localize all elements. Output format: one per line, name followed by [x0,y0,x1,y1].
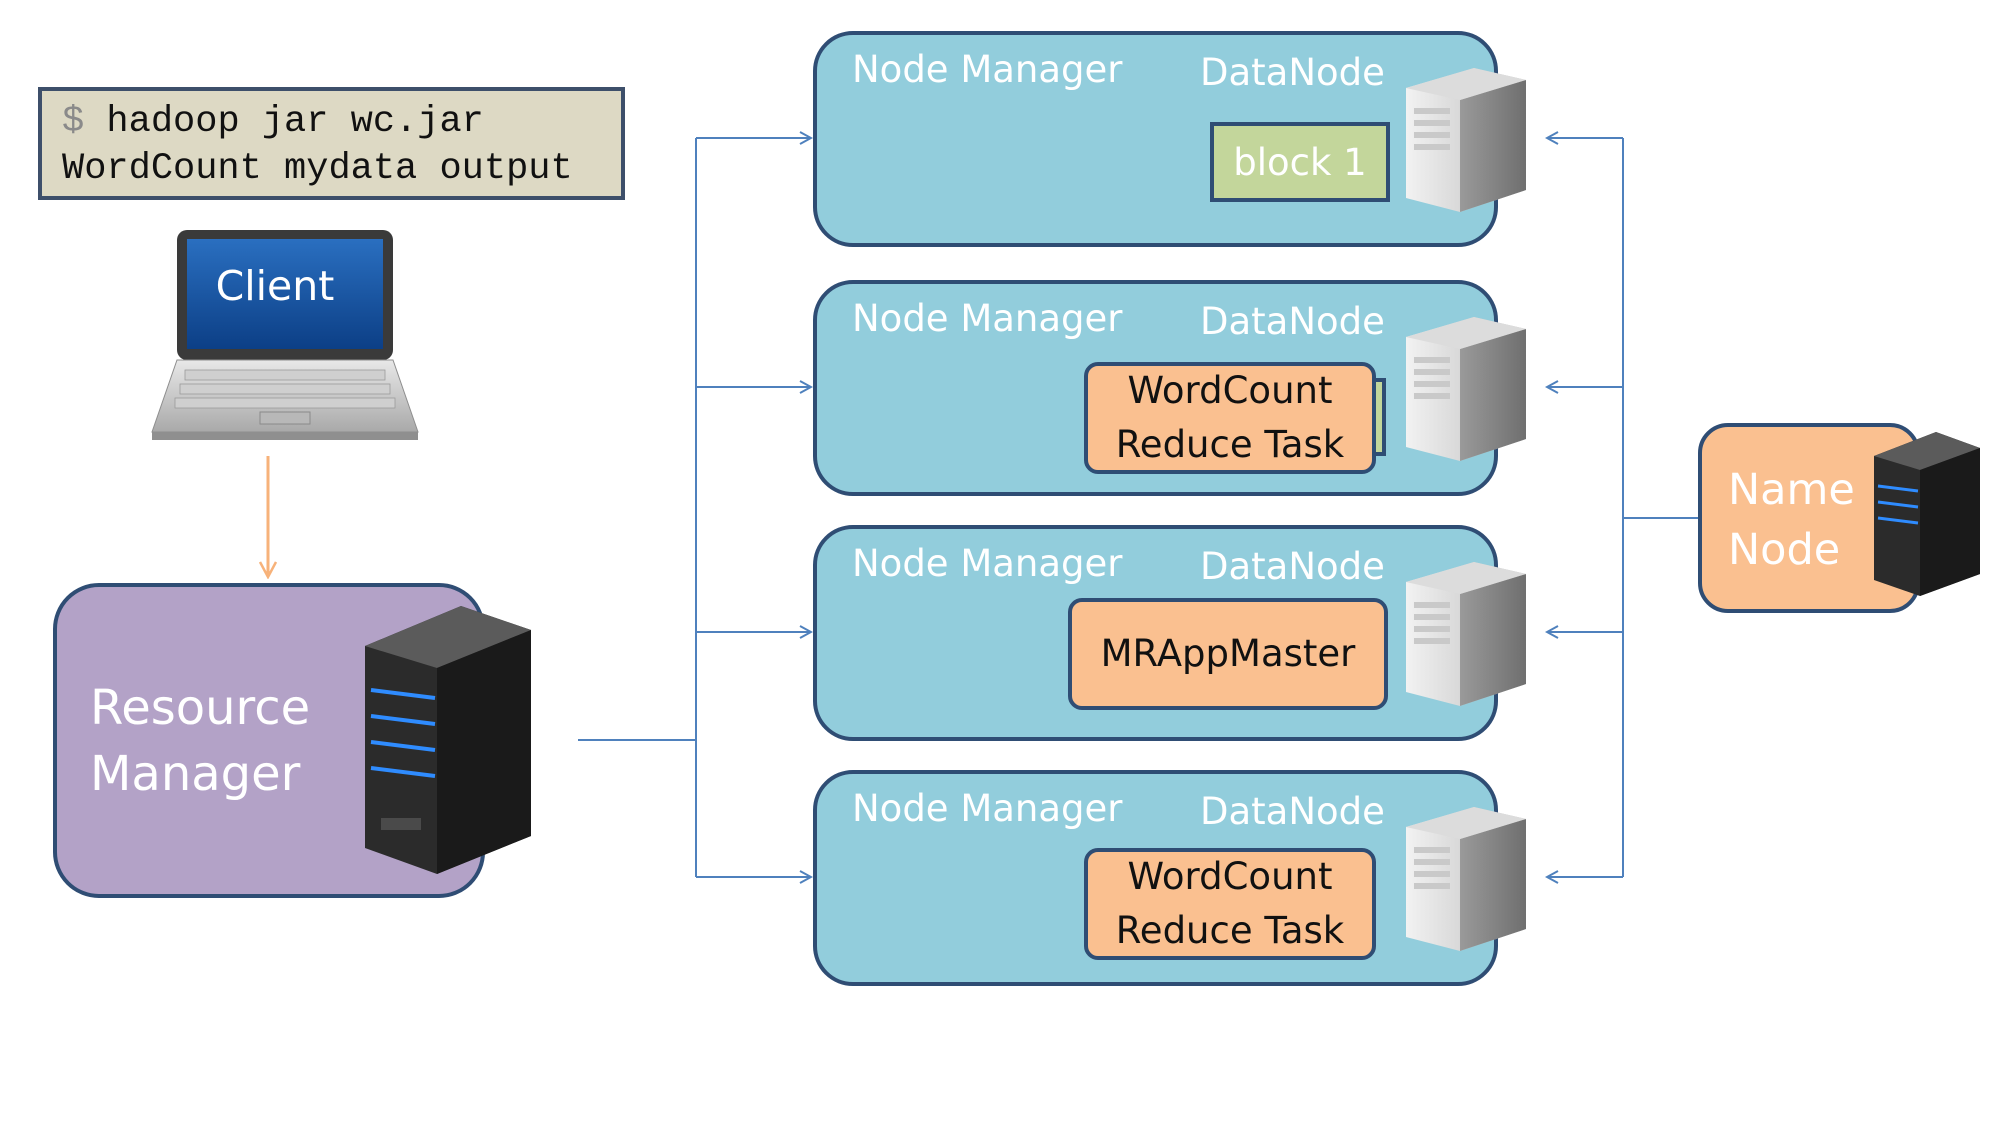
command-line-2: WordCount mydata output [62,148,573,190]
server-tower-icon [365,606,531,874]
mr-app-master: MRAppMaster [1068,598,1388,710]
node-manager-label-2: Node Manager [852,297,1123,340]
node-manager-label-4: Node Manager [852,787,1123,830]
datanode-server-icon [1406,562,1526,706]
datanode-server-icon [1406,68,1526,212]
datanode-label-2: DataNode [1200,300,1385,343]
nn-to-datanodes-connector [1547,138,1698,877]
reduce-task-1: WordCount Reduce Task [1084,362,1376,474]
resource-manager-label: Resource Manager [90,680,311,802]
shell-prompt: $ [62,101,85,143]
laptop-icon [151,230,419,440]
name-node-label: Name Node [1728,465,1855,575]
command-box: $ hadoop jar wc.jar WordCount mydata out… [38,87,625,200]
datanode-label-4: DataNode [1200,790,1385,833]
block-1: block 1 [1210,122,1390,202]
datanode-server-icon [1406,807,1526,951]
datanode-server-icon [1406,317,1526,461]
node-manager-label-1: Node Manager [852,48,1123,91]
server-tower-icon [1874,432,1980,596]
command-line-1: hadoop jar wc.jar [84,101,484,143]
node-manager-label-3: Node Manager [852,542,1123,585]
client-label: Client [215,262,335,310]
datanode-label-3: DataNode [1200,545,1385,588]
datanode-label-1: DataNode [1200,51,1385,94]
rm-to-nodes-connector [578,138,811,877]
reduce-task-2: WordCount Reduce Task [1084,848,1376,960]
